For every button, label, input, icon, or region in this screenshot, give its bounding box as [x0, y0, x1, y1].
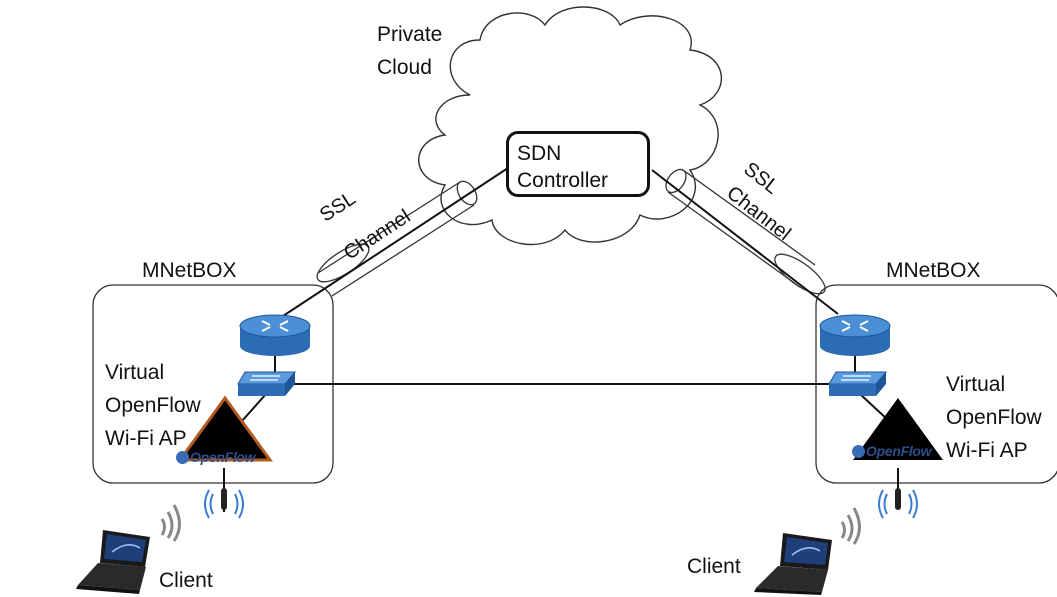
mnetbox-title-left: MNetBOX — [142, 259, 237, 282]
ap-label-left-line2: OpenFlow — [105, 394, 201, 417]
ap-label-left-line1: Virtual — [105, 361, 165, 384]
controller-label-line1: SDN — [517, 142, 562, 165]
openflow-logo-right: OpenFlow — [852, 443, 932, 459]
openflow-logo-icon — [852, 445, 865, 458]
switch-icon-left — [237, 371, 297, 396]
laptop-icon-left — [76, 504, 181, 594]
router-icon-left — [239, 314, 311, 356]
openflow-logo-left: OpenFlow — [176, 449, 256, 465]
openflow-logo-icon — [176, 451, 189, 464]
ap-label-right-line2: OpenFlow — [946, 406, 1042, 429]
cloud-label: Private Cloud — [377, 18, 442, 84]
cloud-label-line2: Cloud — [377, 56, 432, 79]
cloud-label-line1: Private — [377, 23, 443, 46]
router-icon-right — [819, 314, 891, 356]
openflow-ap-icon-right — [853, 398, 943, 460]
openflow-logo-text: OpenFlow — [866, 443, 932, 459]
openflow-ap-icon-left — [177, 395, 273, 462]
mnetbox-title-right: MNetBOX — [886, 259, 981, 282]
antenna-icon-left — [204, 488, 244, 519]
switch-icon-right — [828, 371, 888, 396]
ap-label-left: Virtual OpenFlow Wi-Fi AP — [105, 356, 201, 455]
antenna-icon-right — [878, 488, 918, 519]
ssl-tube-right — [665, 168, 826, 295]
ap-label-right-line3: Wi-Fi AP — [946, 439, 1028, 462]
client-label-right: Client — [687, 555, 741, 578]
ap-label-right-line1: Virtual — [946, 373, 1006, 396]
ap-label-right: Virtual OpenFlow Wi-Fi AP — [946, 368, 1042, 467]
client-label-left: Client — [159, 569, 213, 592]
laptop-icon-right — [754, 507, 861, 595]
private-cloud — [418, 6, 723, 246]
openflow-logo-text: OpenFlow — [190, 449, 256, 465]
sdn-controller: SDN Controller — [506, 131, 650, 197]
controller-label-line2: Controller — [517, 169, 609, 192]
ap-label-left-line3: Wi-Fi AP — [105, 427, 187, 450]
